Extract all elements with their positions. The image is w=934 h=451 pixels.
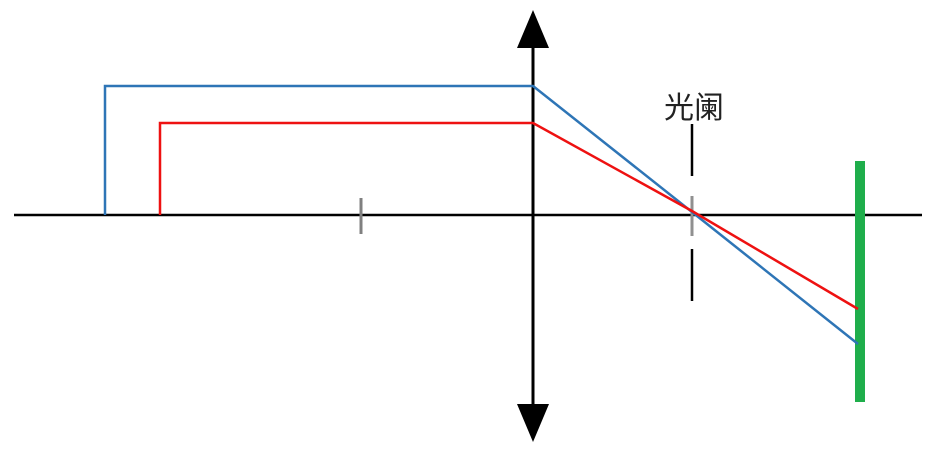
aperture-label: 光阑 [664,91,724,126]
lens-arrow [517,10,549,442]
ray-outer [103,84,859,345]
lens-arrow-bottom-icon [517,404,549,442]
lens-arrow-top-icon [517,10,549,48]
ray-inner [158,121,859,311]
